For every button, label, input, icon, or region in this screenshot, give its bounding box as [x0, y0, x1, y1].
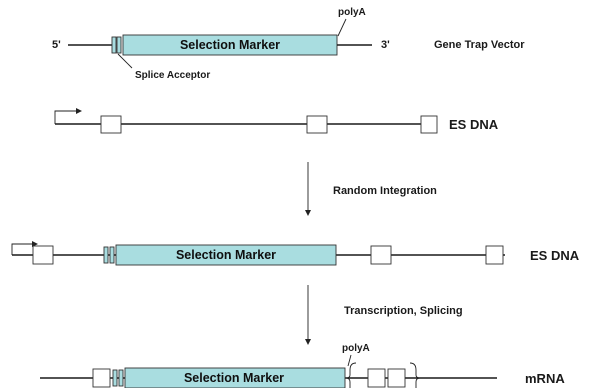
mrna-splice-box-2: [118, 369, 124, 387]
mrna-left-brace: [345, 362, 357, 388]
transcription-splicing-step: Transcription, Splicing: [305, 285, 463, 345]
selection-marker-box-2: [115, 244, 337, 266]
polya-label: polyA: [338, 7, 366, 18]
down-arrow-1-head: [305, 210, 311, 216]
mrna-selection-marker-label: Selection Marker: [184, 371, 284, 385]
mrna-exon-1: [92, 368, 111, 388]
splice-acceptor-box-1: [111, 36, 117, 54]
es-dna-label-2: ES DNA: [530, 248, 580, 263]
exon-2-3: [485, 245, 504, 265]
splice-acceptor-box-2: [116, 36, 122, 54]
splice-acceptor-2-box-1: [103, 246, 109, 264]
down-arrow-2-head: [305, 339, 311, 345]
promoter-arrowhead-2: [32, 241, 38, 247]
es-dna-row-1: ES DNA: [54, 108, 499, 134]
mrna-polya-pointer: [347, 354, 352, 367]
selection-marker-label-2: Selection Marker: [176, 248, 276, 262]
mrna-selection-marker-box: [124, 367, 346, 388]
gene-trap-vector: 5' Selection Marker 3' polyA Splice Acce…: [52, 7, 525, 81]
exon-2: [306, 115, 328, 134]
exon-2-1: [32, 245, 54, 265]
exon-1: [100, 115, 122, 134]
random-integration-label: Random Integration: [333, 185, 437, 197]
es-dna-row-2: Selection Marker ES DNA: [11, 241, 580, 266]
promoter-arrow-2-line: [11, 243, 32, 255]
splice-acceptor-2-box-2: [109, 246, 115, 264]
five-prime-label: 5': [52, 39, 61, 51]
mrna-exon-3: [387, 368, 406, 388]
exon-3: [420, 115, 438, 134]
polya-pointer: [337, 18, 347, 37]
mrna-polya-label: polyA: [342, 343, 370, 354]
promoter-arrowhead: [76, 108, 82, 114]
mrna-label: mRNA: [525, 371, 565, 386]
mrna-exon-2: [367, 368, 386, 388]
mrna-row: Selection Marker polyA mRNA: [40, 343, 565, 388]
mrna-splice-box-1: [112, 369, 118, 387]
splice-acceptor-pointer: [117, 53, 133, 69]
three-prime-label: 3': [381, 39, 390, 51]
splice-acceptor-label: Splice Acceptor: [135, 70, 210, 81]
selection-marker-label: Selection Marker: [180, 38, 280, 52]
mrna-right-brace: [409, 362, 421, 388]
exon-2-2: [370, 245, 392, 265]
es-dna-label-1: ES DNA: [449, 117, 499, 132]
gene-trap-vector-title: Gene Trap Vector: [434, 39, 525, 51]
transcription-splicing-label: Transcription, Splicing: [344, 305, 463, 317]
random-integration-step: Random Integration: [305, 162, 437, 216]
promoter-arrow-line: [54, 110, 76, 124]
